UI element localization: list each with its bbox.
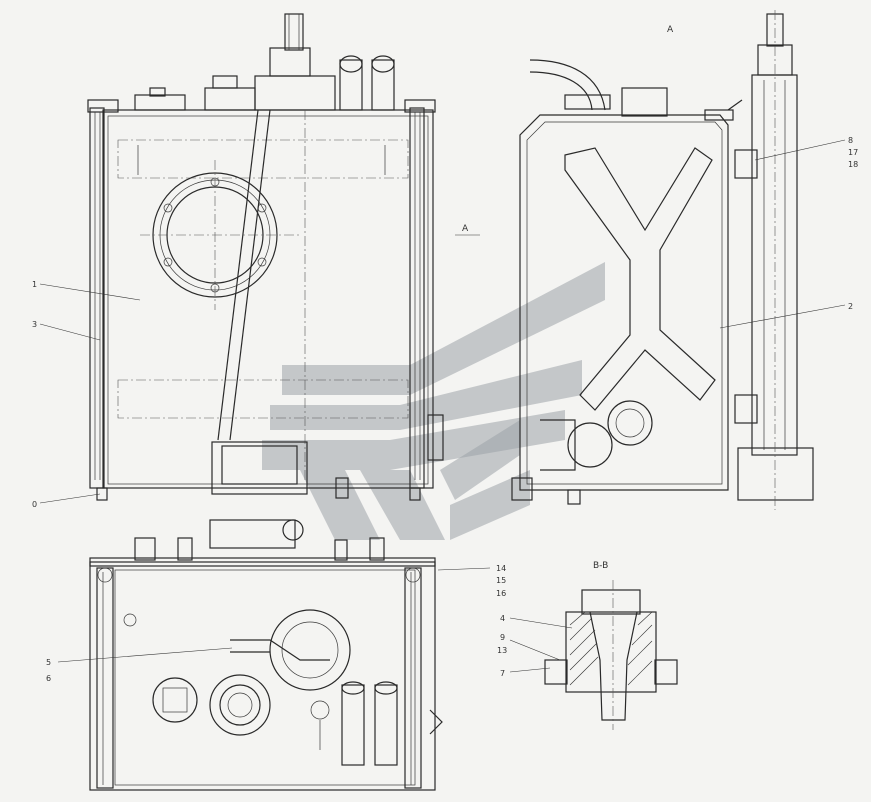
callout-3: 3 (32, 320, 37, 329)
section-bb (544, 580, 678, 730)
callout-13: 13 (497, 646, 507, 655)
side-leaders (719, 139, 846, 329)
front-leaders (39, 234, 480, 504)
callout-2: 2 (848, 302, 853, 311)
front-callout-labels: 1 3 0 A (32, 224, 469, 509)
section-leaders (509, 617, 573, 673)
callout-18: 18 (848, 160, 858, 169)
callout-6: 6 (46, 674, 51, 683)
top-leaders (57, 567, 491, 663)
callout-17: 17 (848, 148, 858, 157)
top-view (89, 519, 443, 791)
callout-14: 14 (496, 564, 506, 573)
top-callout-labels: 5 6 14 15 16 (46, 564, 506, 683)
section-callout-labels: B-B 4 9 13 7 (497, 561, 608, 678)
callout-9: 9 (500, 633, 505, 642)
callout-0: 0 (32, 500, 37, 509)
view-label-a: A (667, 25, 674, 35)
callout-15: 15 (496, 576, 506, 585)
view-label-bb: B-B (593, 561, 608, 571)
callout-1: 1 (32, 280, 37, 289)
side-callout-labels: A 8 17 18 2 (667, 25, 858, 311)
callout-7: 7 (500, 669, 505, 678)
watermark-logo (262, 262, 605, 540)
callout-5: 5 (46, 658, 51, 667)
callout-8: 8 (848, 136, 853, 145)
callout-4: 4 (500, 614, 505, 623)
view-arrow-label: A (462, 224, 469, 234)
side-view (511, 10, 814, 510)
front-view (87, 13, 444, 501)
callout-16: 16 (496, 589, 506, 598)
